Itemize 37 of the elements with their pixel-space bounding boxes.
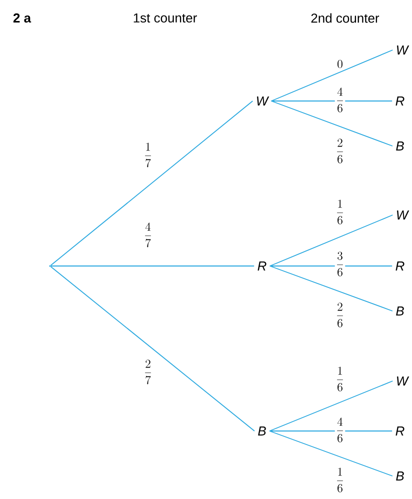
question-number: 2 a (13, 13, 32, 23)
outcome-label: B (396, 472, 404, 480)
probability-label: $\frac{4}{7}$ (142, 222, 154, 248)
branch-line (269, 430, 393, 476)
branch-line (269, 430, 393, 432)
outcome-label: W (396, 46, 410, 54)
outcome-label: R (396, 262, 404, 270)
outcome-label: B (258, 426, 266, 436)
outcome-label: W (257, 96, 270, 106)
outcome-label: R (396, 426, 404, 436)
branch-line (270, 100, 393, 146)
outcome-label: B (396, 142, 404, 150)
outcome-label: B (396, 306, 404, 316)
branch-line (269, 266, 393, 312)
branch-line (270, 100, 393, 102)
probability-label: $\frac{4}{6}$ (334, 416, 346, 444)
branch-line (269, 380, 394, 432)
probability-label: $\frac{2}{6}$ (334, 138, 346, 164)
probability-label: $\frac{2}{6}$ (334, 302, 346, 328)
probability-label: $\frac{1}{6}$ (334, 198, 346, 226)
probability-label: $\frac{1}{6}$ (334, 466, 346, 494)
outcome-label: W (396, 376, 410, 386)
outcome-label: R (396, 96, 404, 106)
probability-label: $\frac{2}{7}$ (142, 358, 154, 386)
probability-label: $0$ (336, 59, 344, 69)
column-heading: 2nd counter (311, 13, 380, 23)
branch-line (270, 50, 394, 102)
branch-line (50, 266, 255, 432)
probability-label: $\frac{1}{7}$ (142, 142, 154, 168)
branch-line (50, 100, 254, 266)
probability-label: $\frac{4}{6}$ (334, 86, 346, 114)
column-heading: 1st counter (134, 13, 197, 23)
outcome-label: R (258, 262, 266, 270)
probability-label: $\frac{3}{6}$ (334, 250, 346, 278)
probability-label: $\frac{1}{6}$ (334, 366, 346, 392)
outcome-label: W (396, 210, 410, 220)
branch-line (269, 214, 394, 266)
